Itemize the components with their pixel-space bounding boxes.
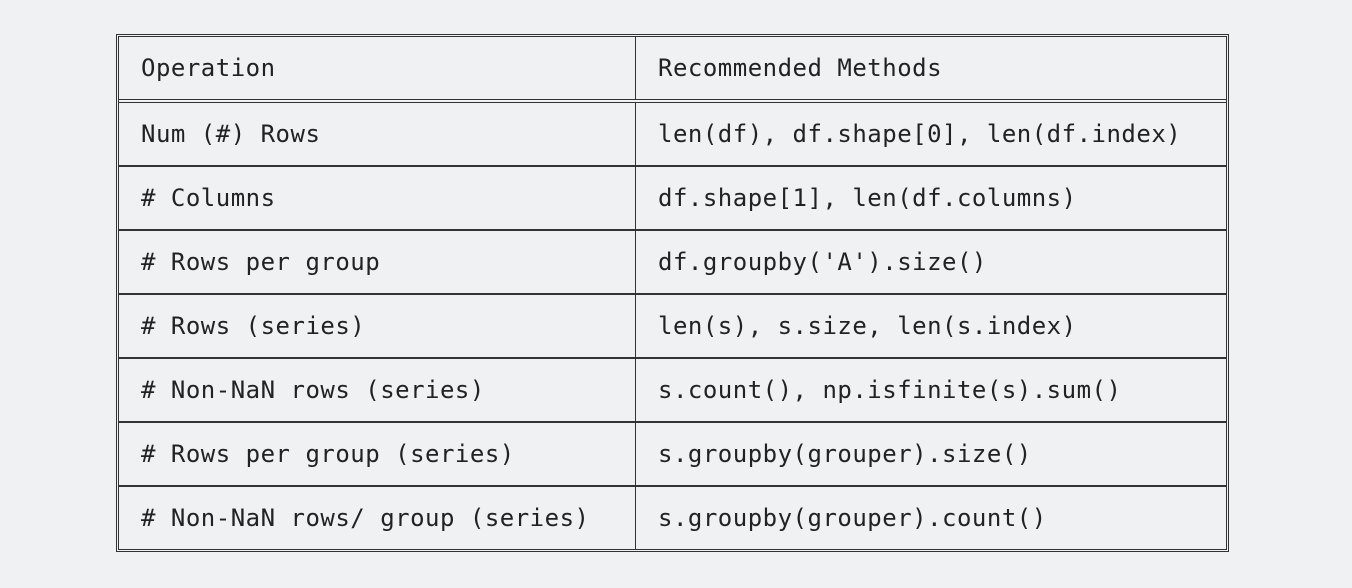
methods-cell: df.shape[1], len(df.columns): [635, 166, 1226, 231]
operation-cell: Num (#) Rows: [119, 101, 636, 167]
operation-cell: # Rows (series): [119, 294, 636, 359]
table-row: # Columns df.shape[1], len(df.columns): [119, 166, 1226, 231]
operation-cell: # Rows per group: [119, 230, 636, 295]
operation-cell: # Columns: [119, 166, 636, 231]
table-row: # Non-NaN rows/ group (series) s.groupby…: [119, 486, 1226, 549]
methods-cell: s.count(), np.isfinite(s).sum(): [635, 358, 1226, 423]
table-row: # Rows per group (series) s.groupby(grou…: [119, 422, 1226, 487]
table-row: # Rows per group df.groupby('A').size(): [119, 230, 1226, 295]
methods-cell: s.groupby(grouper).count(): [658, 504, 1047, 532]
table-header-row: Operation Recommended Methods: [119, 37, 1226, 103]
operation-cell: # Rows per group (series): [119, 422, 636, 487]
methods-cell: len(df), df.shape[0], len(df.index): [635, 101, 1226, 167]
header-recommended-methods: Recommended Methods: [635, 37, 1226, 103]
operation-cell: # Non-NaN rows (series): [119, 358, 636, 423]
methods-cell: s.groupby(grouper).size(): [635, 422, 1226, 487]
table-row: # Rows (series) len(s), s.size, len(s.in…: [119, 294, 1226, 359]
methods-cell: len(s), s.size, len(s.index): [635, 294, 1226, 359]
table-row: Num (#) Rows len(df), df.shape[0], len(d…: [119, 101, 1226, 167]
header-operation: Operation: [119, 37, 636, 103]
table-row: # Non-NaN rows (series) s.count(), np.is…: [119, 358, 1226, 423]
methods-table: Operation Recommended Methods Num (#) Ro…: [119, 37, 1226, 549]
operation-cell: # Non-NaN rows/ group (series): [119, 486, 636, 549]
methods-table-container: Operation Recommended Methods Num (#) Ro…: [116, 34, 1229, 552]
methods-cell: df.groupby('A').size(): [635, 230, 1226, 295]
